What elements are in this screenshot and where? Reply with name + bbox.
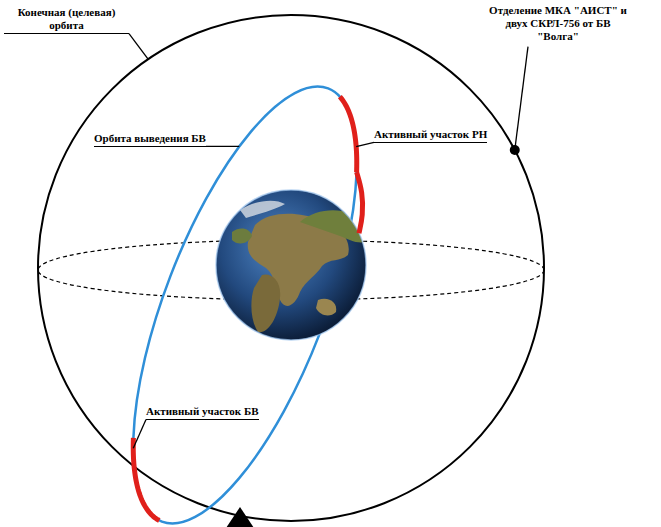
earth (216, 190, 370, 340)
orbit-label: Конечная (целевая) орбита (4, 6, 129, 34)
target-orbit (38, 15, 544, 521)
orbit-label: Активный участок БВ (146, 405, 259, 420)
launcher-active-arc (340, 97, 357, 172)
leader-line (206, 146, 239, 147)
leader-line (356, 142, 374, 146)
leader-line (129, 34, 148, 60)
leader-line (133, 419, 146, 448)
transfer-orbit (87, 60, 403, 527)
launch-marker (226, 507, 254, 527)
leader-line (515, 47, 528, 150)
orbit-label: Отделение МКА "АИСТ" и двух СКРЛ-756 от … (488, 4, 628, 44)
orbit-label: Орбита выведения БВ (94, 132, 206, 147)
orbit-label: Активный участок РН (374, 128, 487, 143)
upper-stage-active-arc (133, 438, 159, 521)
launcher-ascent-arc (357, 172, 363, 233)
leader-lines (129, 34, 528, 449)
